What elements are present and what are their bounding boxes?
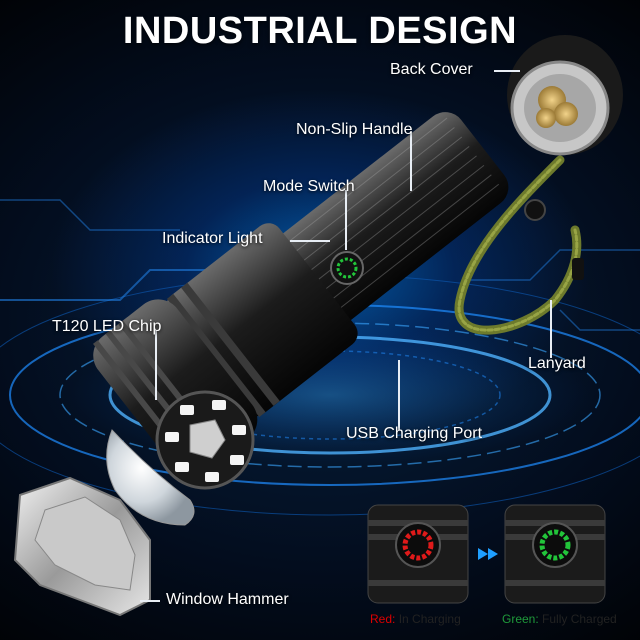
leader-line-back-cover [494, 70, 520, 72]
callout-lanyard: Lanyard [528, 355, 586, 372]
arrow-right-icon [478, 548, 498, 560]
callout-led-chip: T120 LED Chip [52, 318, 162, 335]
caption-red-key: Red: [370, 612, 396, 626]
leader-line-indicator [290, 240, 330, 242]
caption-green-key: Green: [502, 612, 539, 626]
leader-line-hammer [140, 600, 160, 602]
callout-window-hammer: Window Hammer [166, 591, 289, 608]
caption-green-charged: Green: Fully Charged [502, 612, 617, 626]
caption-green-value: Fully Charged [542, 612, 617, 626]
caption-red-value: In Charging [398, 612, 461, 626]
callout-indicator-light: Indicator Light [162, 230, 263, 247]
callout-back-cover: Back Cover [390, 61, 473, 78]
lens-optic [106, 429, 195, 526]
red-indicator-ring [402, 529, 434, 561]
mode-switch-button [330, 251, 364, 285]
callout-usb-charging-port: USB Charging Port [346, 425, 483, 442]
leader-line-usb [398, 360, 400, 430]
page-title: INDUSTRIAL DESIGN [122, 10, 518, 52]
green-indicator-ring [539, 529, 571, 561]
callout-mode-switch: Mode Switch [263, 178, 355, 195]
indicator-light-ring [336, 257, 358, 279]
leader-line-led [155, 330, 157, 400]
leader-line-handle [410, 131, 412, 191]
leader-line-mode-switch [345, 190, 347, 250]
charging-status-thumbnails [367, 504, 606, 604]
caption-red-charging: Red: In Charging [370, 612, 461, 626]
back-cover-cap [507, 35, 623, 156]
callout-non-slip-handle: Non-Slip Handle [296, 121, 413, 138]
lanyard-strap [454, 155, 584, 335]
led-chips [165, 400, 246, 482]
leader-line-lanyard [550, 300, 552, 358]
